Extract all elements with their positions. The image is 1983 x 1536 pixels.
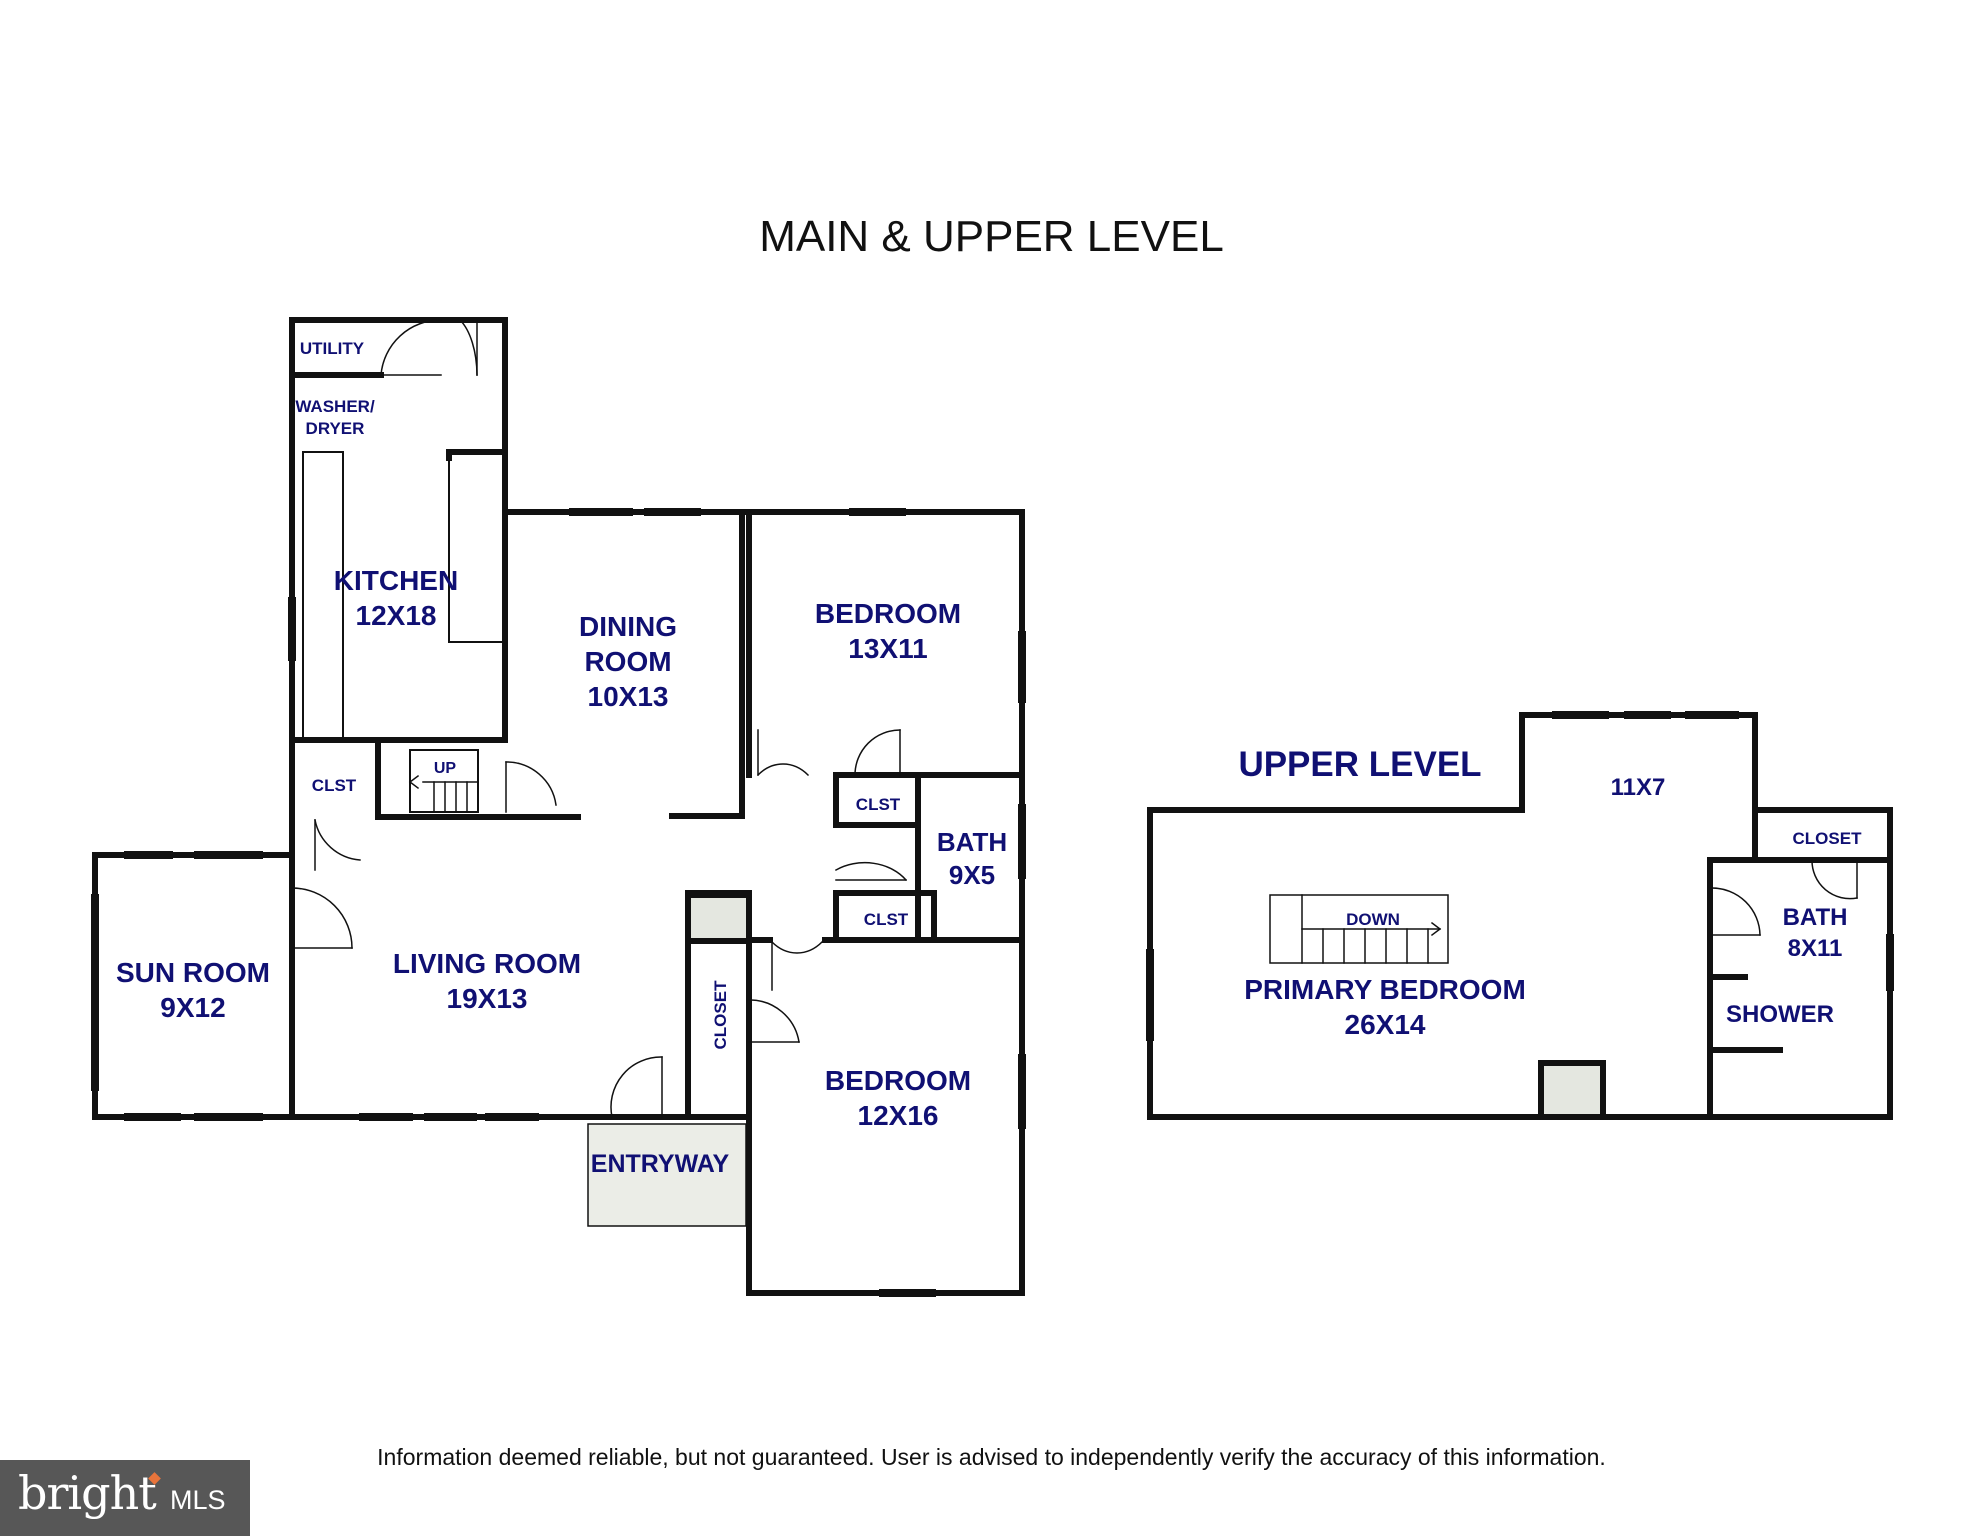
logo-wordmark: bright: [18, 1466, 157, 1520]
label-kitchen-size: 12X18: [356, 600, 437, 631]
label-bedroom2-size: 12X16: [858, 1100, 939, 1131]
label-shower: SHOWER: [1726, 1001, 1834, 1028]
label-closet-entry: CLOSET: [711, 980, 730, 1050]
label-entryway: ENTRYWAY: [591, 1150, 730, 1178]
label-upper-bath-size: 8X11: [1788, 935, 1843, 962]
label-stairs-up: UP: [434, 760, 457, 777]
logo-suffix: MLS: [170, 1485, 226, 1515]
label-dining-name-1: DINING: [579, 611, 677, 642]
label-dryer: DRYER: [306, 419, 365, 438]
label-stairs-down: DOWN: [1346, 910, 1400, 929]
bright-mls-logo: bright MLS: [0, 1460, 250, 1536]
page-title: MAIN & UPPER LEVEL: [759, 212, 1224, 261]
label-living-size: 19X13: [447, 983, 528, 1014]
main-chimney: [685, 892, 752, 944]
label-dining-name-2: ROOM: [584, 646, 671, 677]
label-sunroom-size: 9X12: [160, 992, 225, 1023]
label-primary-size: 26X14: [1345, 1009, 1426, 1040]
disclaimer-text: Information deemed reliable, but not gua…: [377, 1444, 1606, 1470]
label-bedroom2-name: BEDROOM: [825, 1065, 971, 1096]
label-kitchen-name: KITCHEN: [334, 565, 458, 596]
label-closet-hall-2: CLST: [864, 910, 909, 929]
label-utility: UTILITY: [300, 339, 365, 358]
label-upper-heading: UPPER LEVEL: [1238, 745, 1481, 784]
label-primary-name: PRIMARY BEDROOM: [1244, 974, 1526, 1005]
label-washer: WASHER/: [295, 397, 375, 416]
entry-porch: [587, 1123, 747, 1227]
label-upper-closet: CLOSET: [1793, 829, 1863, 848]
label-living-name: LIVING ROOM: [393, 948, 581, 979]
label-sunroom-name: SUN ROOM: [116, 957, 270, 988]
upper-chimney: [1538, 1060, 1606, 1120]
label-bath-size: 9X5: [949, 860, 995, 890]
label-bedroom1-name: BEDROOM: [815, 598, 961, 629]
label-bedroom1-size: 13X11: [848, 633, 927, 664]
label-loft-size: 11X7: [1611, 774, 1666, 801]
label-closet-kitchen: CLST: [312, 776, 357, 795]
label-closet-hall-1: CLST: [856, 795, 901, 814]
label-bath-name: BATH: [937, 827, 1007, 857]
label-upper-bath-name: BATH: [1783, 904, 1848, 931]
label-dining-size: 10X13: [588, 681, 669, 712]
